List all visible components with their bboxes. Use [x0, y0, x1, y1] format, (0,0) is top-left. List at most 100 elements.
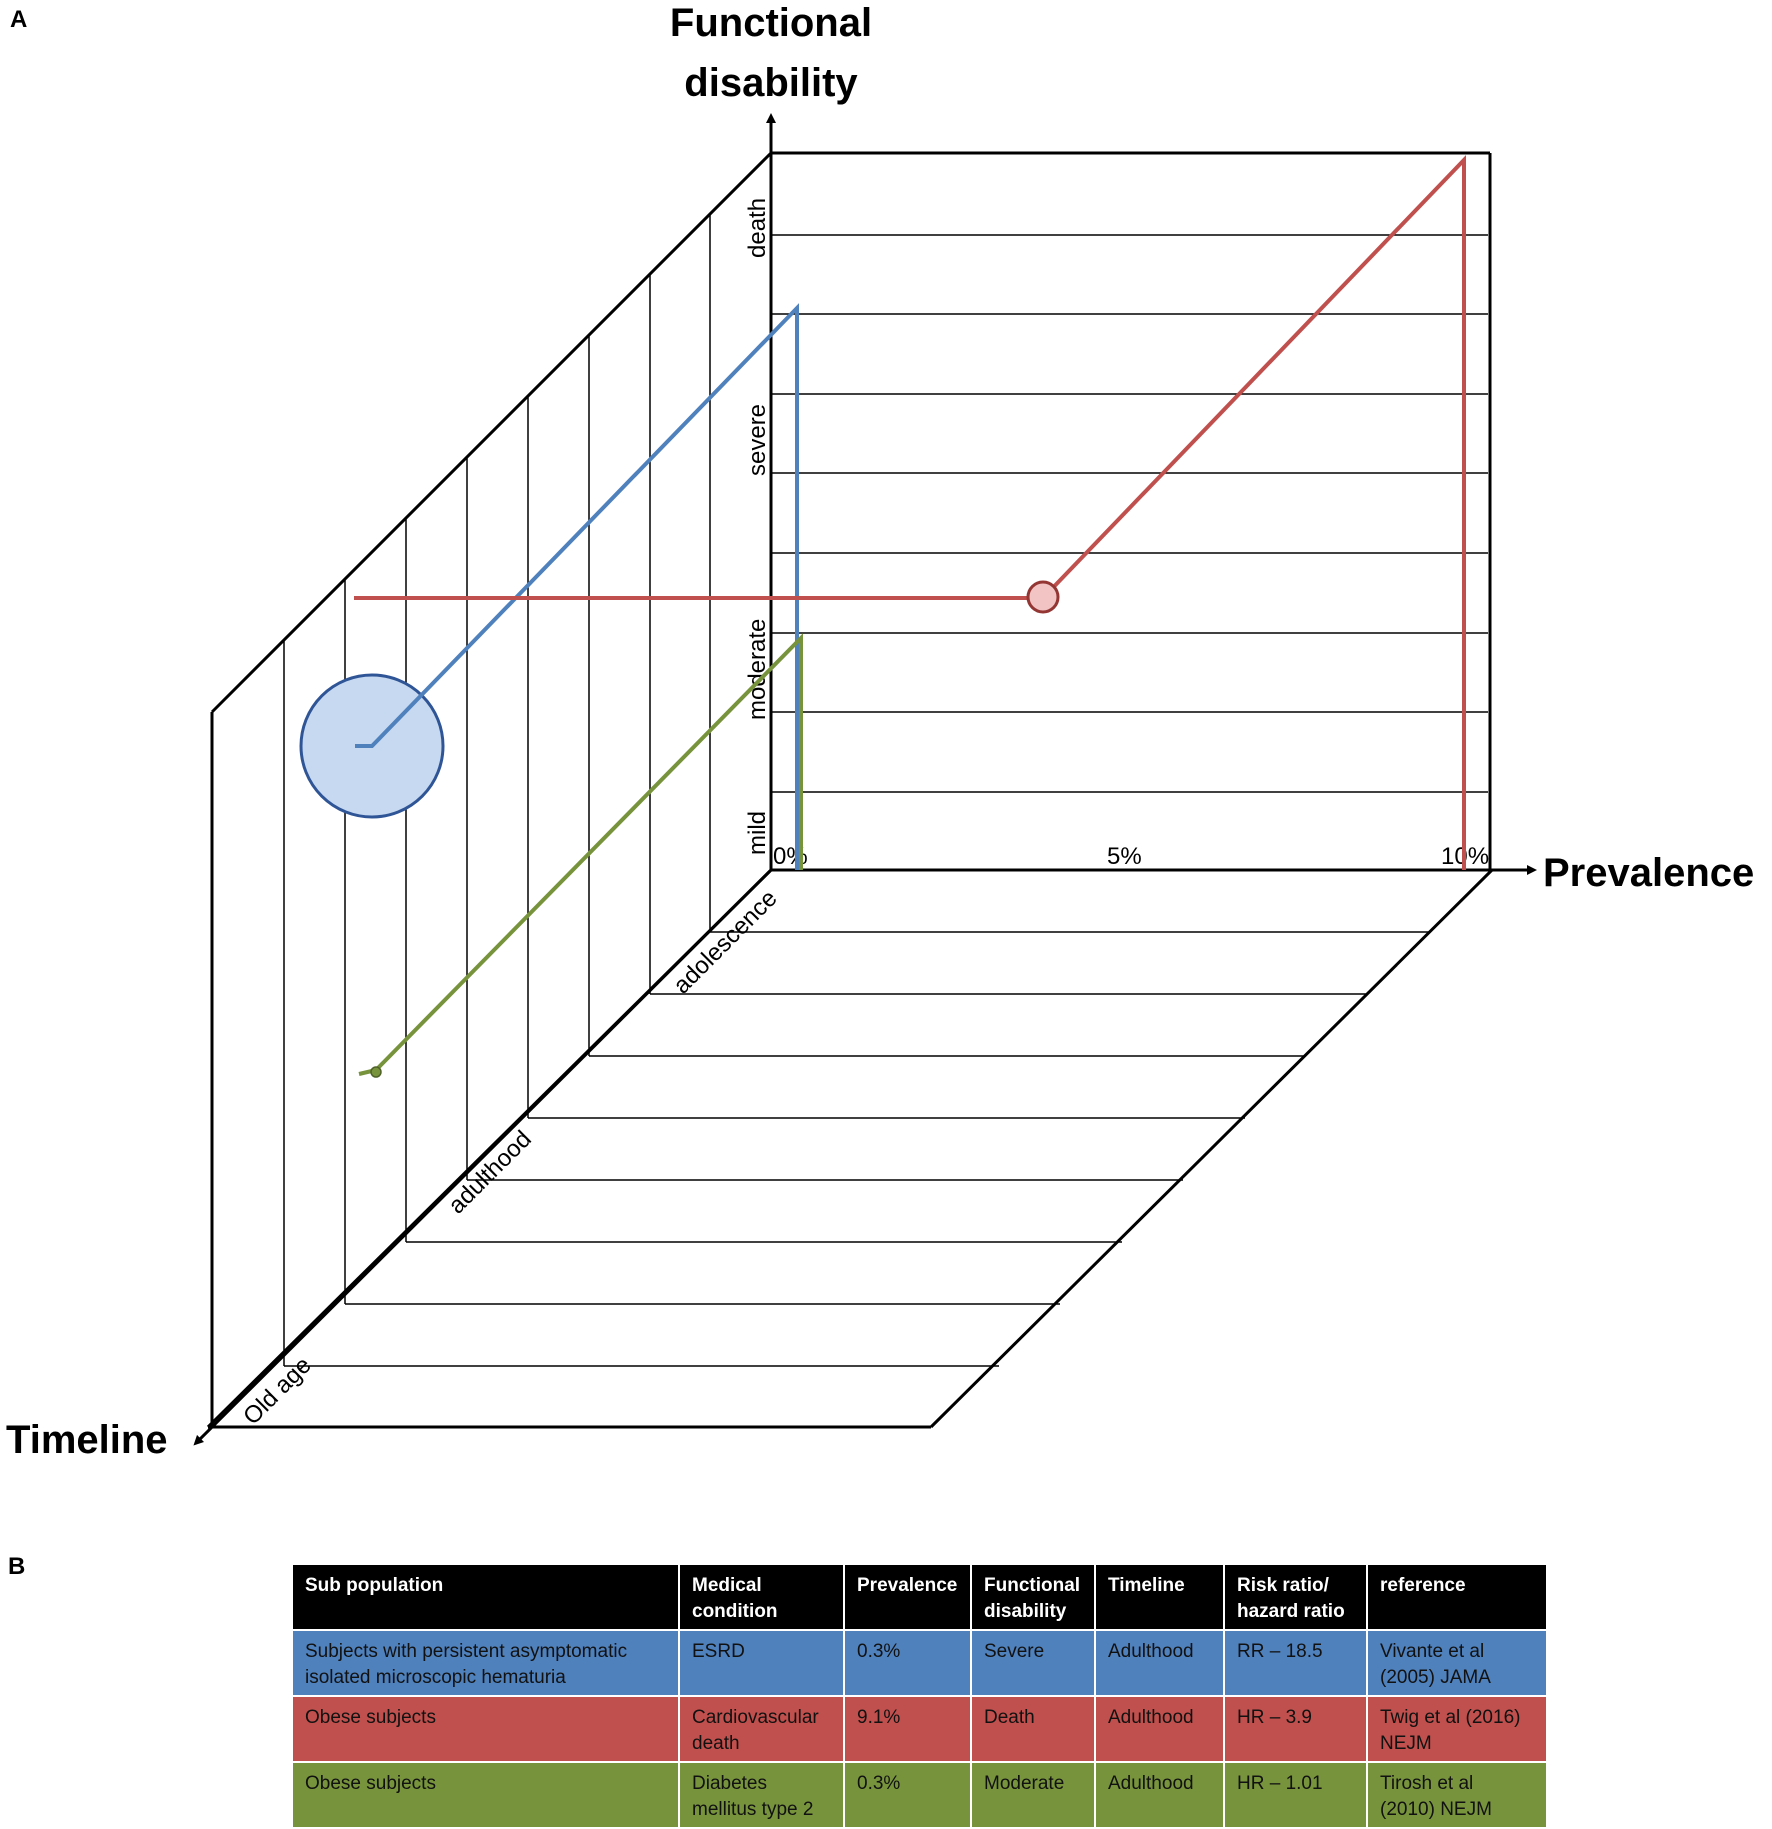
cell-timeline: Adulthood: [1094, 1761, 1225, 1829]
cell-text: Tirosh et al: [1380, 1773, 1474, 1794]
timeline-tick-adulthood: adulthood: [443, 1126, 537, 1220]
cell-reference: Tirosh et al (2010) NEJM: [1366, 1761, 1548, 1829]
header-text: Functional: [984, 1575, 1081, 1596]
cell-prevalence: 0.3%: [843, 1629, 972, 1697]
cell-text: Adulthood: [1108, 1641, 1194, 1662]
cell-text: (2005) JAMA: [1380, 1667, 1491, 1688]
disability-label-death: death: [744, 198, 771, 258]
cell-reference: Vivante et al (2005) JAMA: [1366, 1629, 1548, 1697]
timeline-axis: [193, 868, 773, 1446]
header-text: Timeline: [1108, 1575, 1185, 1596]
cell-text: 9.1%: [857, 1707, 901, 1728]
red-series-path: [354, 155, 1466, 870]
series-red-cv-death: [354, 155, 1466, 870]
series-green-diabetes: [358, 633, 803, 1078]
table-header-row: Sub population Medical condition Prevalen…: [291, 1563, 1548, 1631]
header-reference: reference: [1366, 1563, 1548, 1631]
cell-timeline: Adulthood: [1094, 1629, 1225, 1697]
cell-text: Death: [984, 1707, 1035, 1728]
series-blue-esrd: [299, 303, 799, 870]
cell-text: Diabetes: [692, 1773, 767, 1794]
green-point-marker: [370, 1066, 382, 1078]
green-series-path: [358, 633, 803, 1076]
cell-text: Vivante et al: [1380, 1641, 1485, 1662]
header-medical-condition: Medical condition: [678, 1563, 845, 1631]
disability-label-mild: mild: [744, 811, 771, 855]
cell-prevalence: 0.3%: [843, 1761, 972, 1829]
timeline-tick-adolescence: adolescence: [668, 885, 782, 999]
cell-medical-condition: Cardiovascular death: [678, 1695, 845, 1763]
side-wall: [210, 151, 773, 1427]
cell-text: Twig et al (2016): [1380, 1707, 1521, 1728]
header-text: Sub population: [305, 1575, 444, 1596]
red-point-marker: [1026, 580, 1060, 614]
cell-text: death: [692, 1733, 740, 1754]
cell-medical-condition: ESRD: [678, 1629, 845, 1697]
prevalence-tick-5: 5%: [1107, 843, 1142, 870]
cell-text: Severe: [984, 1641, 1045, 1662]
header-text: Risk ratio/: [1237, 1575, 1329, 1596]
three-axis-diagram: Functional disability Prevalence Timelin…: [6, 1, 1754, 1462]
cell-text: 0.3%: [857, 1773, 901, 1794]
cell-text: NEJM: [1380, 1733, 1432, 1754]
header-text: reference: [1380, 1575, 1466, 1596]
panel-a-label: A: [10, 6, 28, 33]
header-text: Medical: [692, 1575, 762, 1596]
cell-risk-ratio: RR – 18.5: [1223, 1629, 1368, 1697]
panel-b-label: B: [8, 1553, 26, 1580]
cell-timeline: Adulthood: [1094, 1695, 1225, 1763]
header-risk-ratio: Risk ratio/hazard ratio: [1223, 1563, 1368, 1631]
header-text: disability: [984, 1601, 1067, 1622]
cell-text: Obese subjects: [305, 1707, 436, 1728]
header-functional-disability: Functional disability: [970, 1563, 1096, 1631]
cell-text: (2010) NEJM: [1380, 1799, 1492, 1820]
cell-prevalence: 9.1%: [843, 1695, 972, 1763]
cell-functional-disability: Severe: [970, 1629, 1096, 1697]
prevalence-axis-title: Prevalence: [1543, 851, 1754, 895]
cell-functional-disability: Death: [970, 1695, 1096, 1763]
disability-label-moderate: moderate: [744, 619, 771, 720]
cell-text: mellitus type 2: [692, 1799, 814, 1820]
summary-table: Sub population Medical condition Prevalen…: [291, 1563, 1548, 1829]
header-prevalence: Prevalence: [843, 1563, 972, 1631]
cell-risk-ratio: HR – 1.01: [1223, 1761, 1368, 1829]
disability-label-severe: severe: [744, 404, 771, 476]
header-text: hazard ratio: [1237, 1601, 1345, 1622]
cell-text: Subjects with persistent asymptomatic: [305, 1641, 628, 1662]
header-sub-population: Sub population: [291, 1563, 680, 1631]
cell-text: Adulthood: [1108, 1707, 1194, 1728]
cell-text: RR – 18.5: [1237, 1641, 1323, 1662]
back-wall-grid: [771, 234, 1488, 793]
cell-functional-disability: Moderate: [970, 1761, 1096, 1829]
cell-text: 0.3%: [857, 1641, 901, 1662]
table-row-obese-diabetes: Obese subjects Diabetes mellitus type 2 0…: [291, 1761, 1548, 1829]
cell-sub-population: Subjects with persistent asymptomatic iso…: [291, 1629, 680, 1697]
vertical-axis-title-line1: Functional: [670, 1, 872, 45]
cell-risk-ratio: HR – 3.9: [1223, 1695, 1368, 1763]
cell-sub-population: Obese subjects: [291, 1695, 680, 1763]
summary-table-container: Sub population Medical condition Prevalen…: [291, 1563, 1548, 1829]
cell-text: isolated microscopic hematuria: [305, 1667, 566, 1688]
side-wall-grid: [283, 214, 711, 1366]
timeline-axis-title: Timeline: [6, 1418, 168, 1462]
cell-reference: Twig et al (2016) NEJM: [1366, 1695, 1548, 1763]
side-wall-top-edge: [210, 151, 773, 714]
cell-text: Obese subjects: [305, 1773, 436, 1794]
cell-text: HR – 1.01: [1237, 1773, 1323, 1794]
cell-medical-condition: Diabetes mellitus type 2: [678, 1761, 845, 1829]
floor-far-edge: [929, 868, 1494, 1429]
header-timeline: Timeline: [1094, 1563, 1225, 1631]
cell-sub-population: Obese subjects: [291, 1761, 680, 1829]
cell-text: HR – 3.9: [1237, 1707, 1312, 1728]
header-text: Prevalence: [857, 1575, 958, 1596]
header-text: condition: [692, 1601, 778, 1622]
cell-text: Moderate: [984, 1773, 1065, 1794]
cell-text: Cardiovascular: [692, 1707, 819, 1728]
blue-series-path: [355, 303, 799, 870]
back-wall: [771, 151, 1492, 870]
vertical-axis-title-line2: disability: [684, 61, 858, 105]
cell-text: ESRD: [692, 1641, 745, 1662]
cell-text: Adulthood: [1108, 1773, 1194, 1794]
table-row-hematuria: Subjects with persistent asymptomatic iso…: [291, 1629, 1548, 1697]
